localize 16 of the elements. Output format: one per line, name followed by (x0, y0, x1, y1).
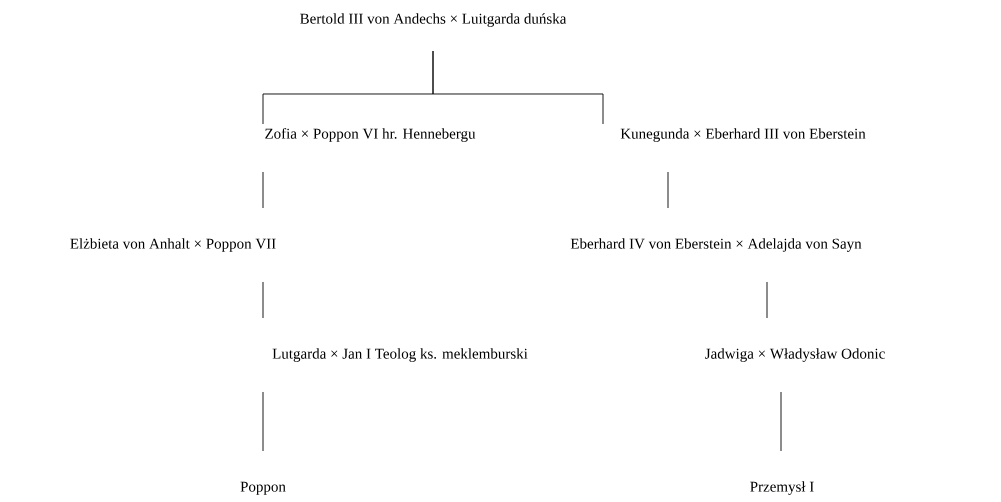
tree-line (432, 50, 604, 125)
tree-line (766, 281, 768, 319)
person-label: Przemysł I (750, 481, 814, 495)
person-label: Lutgarda × Jan I Teolog ks. meklemburski (272, 348, 528, 362)
person-label: Jadwiga × Władysław Odonic (705, 348, 885, 362)
person-label: Elżbieta von Anhalt × Poppon VII (70, 238, 276, 252)
tree-line (262, 171, 264, 209)
person-label: Zofia × Poppon VI hr. Hennebergu (265, 128, 476, 142)
tree-line (262, 281, 264, 319)
person-label: Kunegunda × Eberhard III von Eberstein (620, 128, 866, 142)
person-label: Bertold III von Andechs × Luitgarda duńska (300, 13, 567, 27)
tree-line (667, 171, 669, 209)
tree-line (262, 391, 264, 452)
person-label: Poppon (240, 481, 286, 495)
person-label: Eberhard IV von Eberstein × Adelajda von Sayn (570, 238, 862, 252)
tree-line (780, 391, 782, 452)
